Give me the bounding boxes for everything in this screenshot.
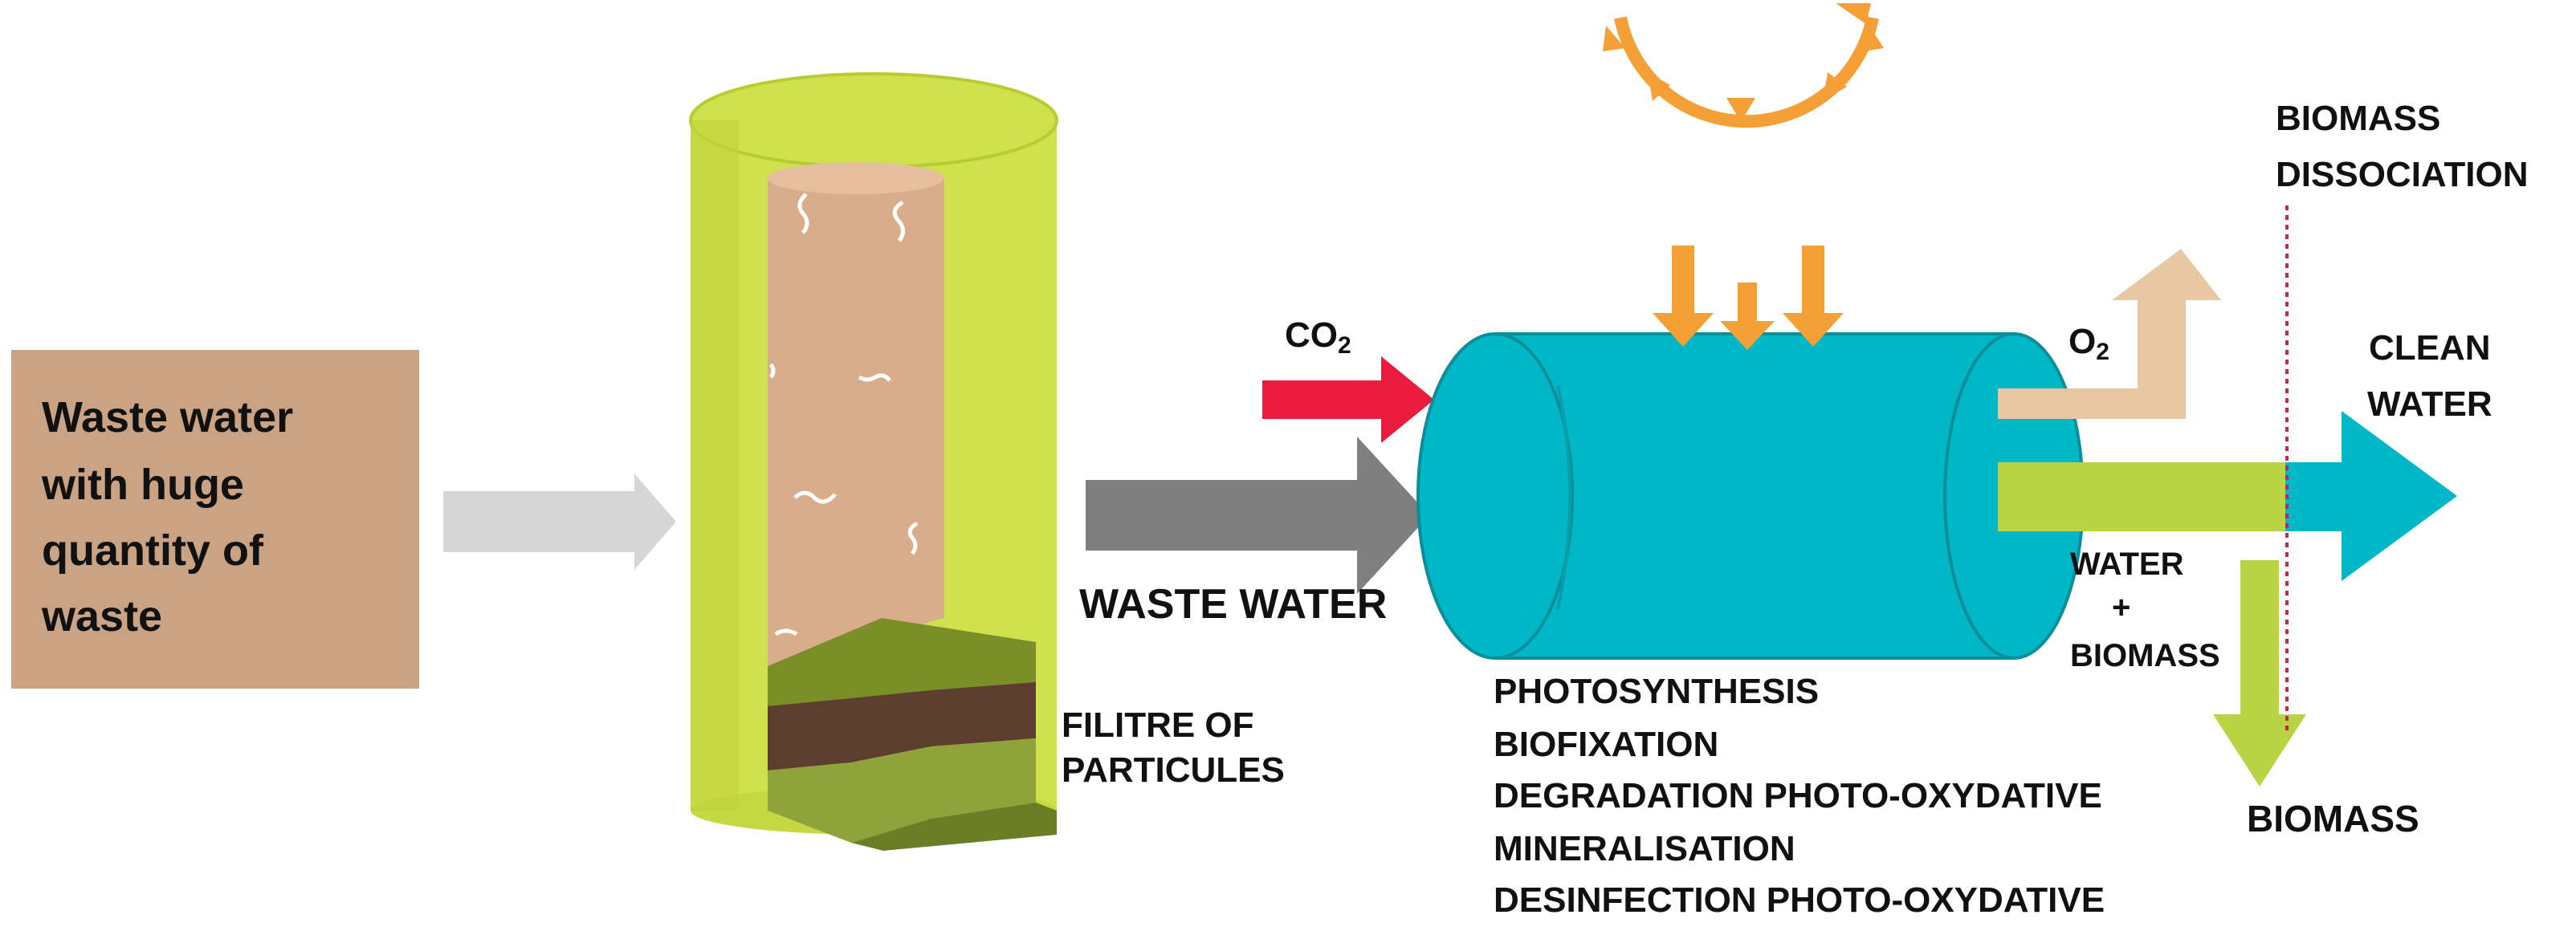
- o2-arrow: [1998, 249, 2221, 419]
- process-4: MINERALISATION: [1494, 829, 1795, 868]
- box-line-1: Waste water: [42, 393, 293, 441]
- particle-filter: [689, 72, 1058, 851]
- waste-water-arrow: [1086, 437, 1429, 594]
- box-line-2: with huge: [41, 461, 244, 509]
- sun-icon: [1603, 3, 1884, 128]
- biomass-dissociation-1: BIOMASS: [2276, 99, 2440, 138]
- o2-label: O2: [2069, 322, 2109, 365]
- co2-arrow: [1262, 356, 1434, 443]
- clean-water-2: WATER: [2367, 384, 2492, 424]
- biomass-arrow: [2213, 560, 2306, 787]
- clean-water-1: CLEAN: [2369, 328, 2491, 368]
- process-5: DESINFECTION PHOTO-OXYDATIVE: [1494, 880, 2105, 920]
- process-2: BIOFIXATION: [1494, 725, 1718, 764]
- filter-label-2: PARTICULES: [1062, 750, 1285, 790]
- box-line-3: quantity of: [42, 526, 264, 575]
- biomass-dissociation-2: DISSOCIATION: [2276, 155, 2529, 194]
- clean-water-arrow: [2285, 411, 2457, 581]
- photobioreactor: [1416, 332, 2085, 660]
- water-biomass-1: WATER: [2070, 547, 2184, 582]
- water-biomass-3: BIOMASS: [2070, 638, 2220, 673]
- arrow-to-filter: [443, 474, 676, 570]
- co2-label: CO2: [1285, 315, 1351, 359]
- light-arrows: [1653, 246, 1844, 350]
- waste-water-box: [11, 350, 419, 689]
- water-biomass-stream: [1998, 462, 2285, 531]
- process-3: DEGRADATION PHOTO-OXYDATIVE: [1494, 776, 2102, 815]
- process-1: PHOTOSYNTHESIS: [1494, 672, 1819, 711]
- box-line-4: waste: [41, 592, 162, 640]
- waste-water-label: WASTE WATER: [1079, 581, 1387, 628]
- biomass-label: BIOMASS: [2247, 798, 2419, 839]
- water-biomass-2: +: [2112, 590, 2130, 625]
- filter-label-1: FILITRE OF: [1062, 705, 1254, 745]
